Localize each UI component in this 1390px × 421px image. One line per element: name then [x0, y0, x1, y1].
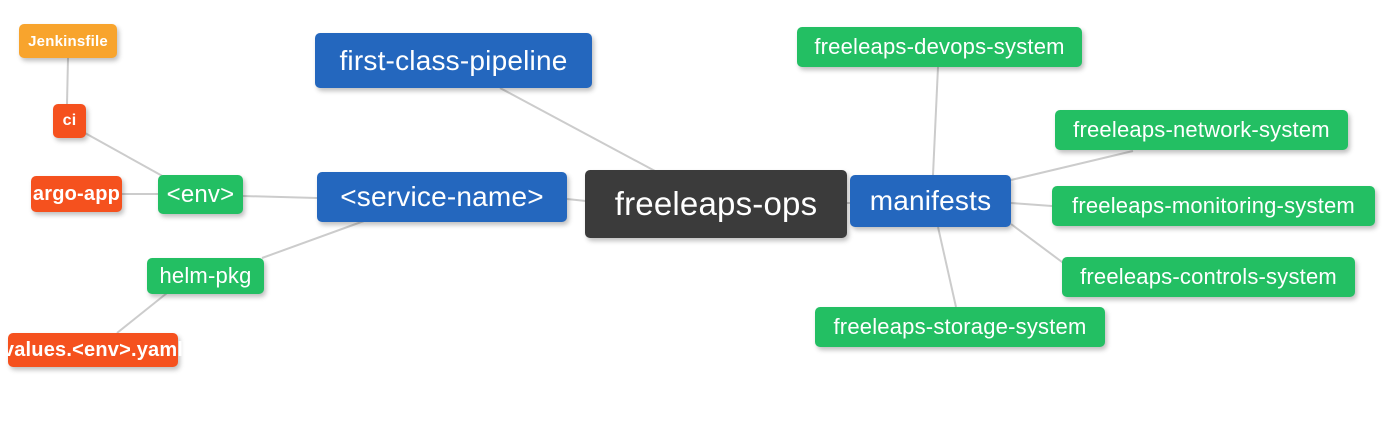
node-env[interactable]: <env>: [158, 175, 243, 214]
edge-helm-pkg-to-service-name: [261, 220, 365, 259]
node-freeleaps-ops[interactable]: freeleaps-ops: [585, 170, 847, 238]
edge-manifests-to-network-system: [1010, 150, 1134, 181]
node-argo-app[interactable]: argo-app: [31, 176, 122, 212]
edge-service-name-to-freeleaps-ops: [566, 198, 587, 202]
node-helm-pkg[interactable]: helm-pkg: [147, 258, 264, 294]
edge-jenkinsfile-to-ci: [66, 57, 69, 105]
edge-manifests-to-devops-system: [932, 66, 939, 176]
edge-env-to-service-name: [242, 195, 318, 199]
edge-first-class-pipeline-to-freeleaps-ops: [499, 87, 656, 172]
node-devops-system[interactable]: freeleaps-devops-system: [797, 27, 1082, 67]
edge-manifests-to-controls-system: [1010, 223, 1067, 266]
node-manifests[interactable]: manifests: [850, 175, 1011, 227]
node-ci[interactable]: ci: [53, 104, 86, 138]
node-first-class-pipeline[interactable]: first-class-pipeline: [315, 33, 592, 88]
node-controls-system[interactable]: freeleaps-controls-system: [1062, 257, 1355, 297]
node-monitoring-system[interactable]: freeleaps-monitoring-system: [1052, 186, 1375, 226]
node-network-system[interactable]: freeleaps-network-system: [1055, 110, 1348, 150]
node-values-env-yaml[interactable]: values.<env>.yaml: [3, 333, 183, 367]
edge-ci-to-env: [84, 132, 167, 179]
edge-manifests-to-monitoring-system: [1010, 202, 1053, 207]
edge-values-env-yaml-to-helm-pkg: [116, 292, 168, 334]
edge-manifests-to-storage-system: [937, 226, 957, 308]
node-jenkinsfile[interactable]: Jenkinsfile: [19, 24, 117, 58]
node-service-name[interactable]: <service-name>: [317, 172, 567, 222]
node-storage-system[interactable]: freeleaps-storage-system: [815, 307, 1105, 347]
